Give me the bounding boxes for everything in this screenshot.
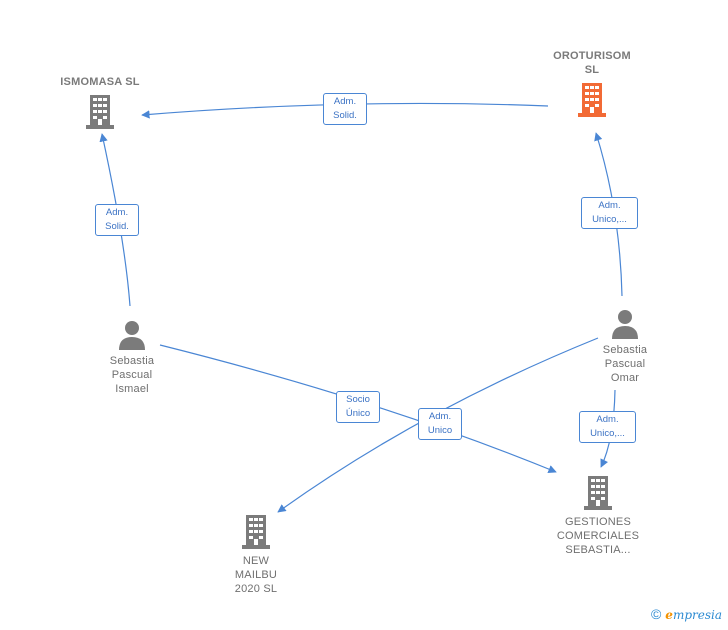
edge-label-omar-oroturisom[interactable]: Adm. Unico,...: [581, 197, 638, 229]
brand-logo: empresia: [665, 608, 722, 622]
node-sebastia-ismael-label: Sebastia Pascual Ismael: [109, 355, 155, 395]
node-ismomasa-label: ISMOMASA SL: [60, 76, 140, 88]
node-gestiones[interactable]: GESTIONES COMERCIALES SEBASTIA...: [538, 476, 658, 557]
node-oroturisom[interactable]: OROTURISOM SL: [532, 49, 652, 117]
edge-label-oroturisom-ismomasa[interactable]: Adm. Solid.: [323, 93, 367, 125]
edge-label-ismael-gestiones[interactable]: Socio Único: [336, 391, 380, 423]
person-icon: [612, 310, 638, 339]
building-icon: [242, 515, 270, 549]
node-new-mailbu[interactable]: NEW MAILBU 2020 SL: [206, 515, 306, 596]
person-icon: [119, 321, 145, 350]
node-sebastia-omar[interactable]: Sebastia Pascual Omar: [575, 309, 675, 385]
node-gestiones-label: GESTIONES COMERCIALES SEBASTIA...: [556, 516, 640, 556]
building-icon-highlight: [578, 83, 606, 117]
building-icon: [584, 476, 612, 510]
copyright-icon: ©: [650, 606, 662, 622]
edge-label-ismael-ismomasa[interactable]: Adm. Solid.: [95, 204, 139, 236]
node-sebastia-omar-label: Sebastia Pascual Omar: [602, 344, 648, 384]
node-new-mailbu-label: NEW MAILBU 2020 SL: [234, 555, 278, 595]
building-icon: [86, 95, 114, 129]
node-oroturisom-label: OROTURISOM SL: [553, 50, 631, 76]
edge-label-omar-gestiones[interactable]: Adm. Unico,...: [579, 411, 636, 443]
footer-brand[interactable]: ©empresia: [651, 606, 722, 622]
node-ismomasa[interactable]: ISMOMASA SL: [40, 75, 160, 129]
node-sebastia-ismael[interactable]: Sebastia Pascual Ismael: [82, 320, 182, 396]
edge-label-omar-mailbu[interactable]: Adm. Unico: [418, 408, 462, 440]
